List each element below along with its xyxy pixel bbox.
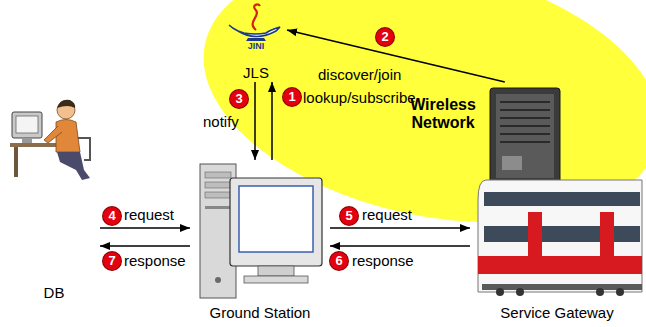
jini-logo — [229, 5, 280, 41]
connector-arrow — [330, 245, 470, 247]
callout-number: 2 — [376, 28, 394, 46]
connector-arrow — [330, 227, 470, 229]
node-label: JLS — [225, 64, 287, 82]
edge-label: response — [352, 252, 414, 270]
connector-arrow — [100, 227, 190, 229]
ground-station-computer — [200, 164, 322, 298]
service-gateway: Service Gateway — [470, 82, 644, 322]
connector-arrow — [100, 245, 190, 247]
callout-number: 4 — [103, 207, 121, 225]
callout-number: 5 — [340, 207, 358, 225]
edge-label: lookup/subscribe — [303, 89, 416, 107]
node-label: Service Gateway — [470, 304, 644, 322]
edge-label: request — [124, 206, 174, 224]
node-label: DB — [8, 284, 100, 302]
train — [478, 180, 642, 296]
logo-text: JINI — [233, 41, 279, 51]
node-label: Ground Station — [190, 304, 330, 322]
edge-label: discover/join — [318, 66, 401, 84]
callout-number: 3 — [230, 90, 248, 108]
callout-number: 6 — [330, 252, 348, 270]
callout-number: 7 — [103, 252, 121, 270]
gateway-device — [490, 88, 560, 184]
connector-arrow — [254, 82, 256, 160]
db-operator — [10, 100, 90, 180]
connector-arrow — [271, 82, 273, 160]
edge-label: notify — [203, 113, 239, 131]
database-station: DB — [8, 95, 100, 302]
edge-label: request — [362, 206, 412, 224]
callout-number: 1 — [283, 88, 301, 106]
edge-label: response — [124, 252, 186, 270]
ground-station: Ground Station — [190, 160, 330, 322]
